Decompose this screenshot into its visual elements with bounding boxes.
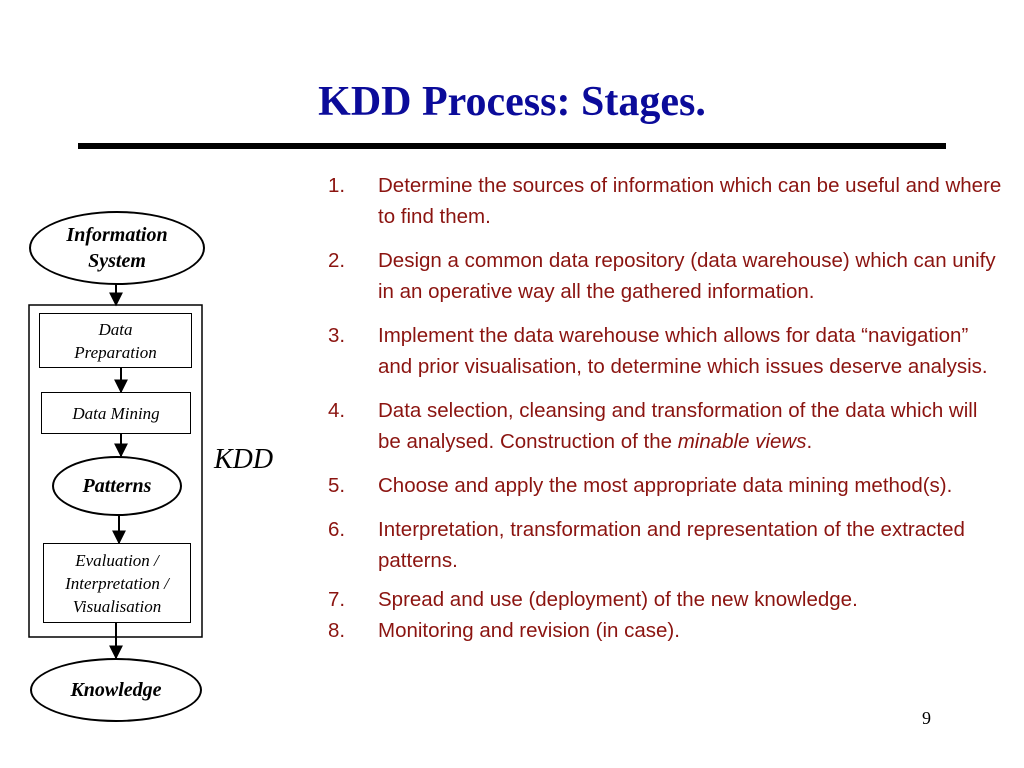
data-preparation-line1: Data — [98, 319, 133, 339]
stage-text: Monitoring and revision (in case). — [378, 619, 680, 642]
patterns-label: Patterns — [82, 475, 152, 497]
information-system-line1: Information — [66, 224, 168, 246]
stage-item: 4. Data selection, cleansing and transfo… — [322, 395, 1002, 457]
kdd-stage-list: 1. Determine the sources of information … — [322, 170, 1002, 646]
stage-item: 2. Design a common data repository (data… — [322, 245, 1002, 307]
slide-title: KDD Process: Stages. — [318, 79, 706, 125]
stage-number: 1. — [328, 174, 346, 197]
stage-text: Determine the sources of information whi… — [378, 174, 1002, 228]
stage-item: 8. Monitoring and revision (in case). — [322, 615, 1002, 646]
stage-text: Implement the data warehouse which allow… — [378, 324, 988, 378]
evaluation-line3: Visualisation — [72, 596, 162, 616]
evaluation-node: Evaluation / Interpretation / Visualisat… — [43, 543, 191, 623]
evaluation-line2: Interpretation / — [65, 573, 169, 593]
title-divider — [78, 143, 946, 149]
stage-number: 4. — [328, 399, 346, 422]
kdd-group-label: KDD — [214, 444, 274, 475]
information-system-line2: System — [88, 250, 146, 272]
stage-text: Design a common data repository (data wa… — [378, 249, 996, 303]
knowledge-node: Knowledge — [30, 658, 202, 722]
data-mining-node: Data Mining — [41, 392, 191, 434]
data-preparation-line2: Preparation — [74, 342, 157, 362]
stage-number: 3. — [328, 324, 346, 347]
stage-number: 2. — [328, 249, 346, 272]
evaluation-line1: Evaluation / — [75, 550, 159, 570]
stage-item: 3. Implement the data warehouse which al… — [322, 320, 1002, 382]
information-system-node: Information System — [29, 211, 205, 285]
kdd-flow-diagram: Information System Data Preparation Data… — [0, 0, 300, 768]
data-mining-label: Data Mining — [72, 403, 160, 423]
stage-text-after: . — [806, 430, 813, 453]
stage-item: 1. Determine the sources of information … — [322, 170, 1002, 232]
stage-number: 6. — [328, 518, 346, 541]
stage-text-before: Data selection, cleansing and transforma… — [378, 399, 978, 453]
stage-text-emphasis: minable views — [677, 430, 807, 453]
data-preparation-node: Data Preparation — [39, 313, 192, 368]
page-number: 9 — [922, 708, 931, 728]
stage-text: Spread and use (deployment) of the new k… — [378, 588, 858, 611]
knowledge-label: Knowledge — [70, 679, 162, 701]
stage-text: Interpretation, transformation and repre… — [378, 518, 965, 572]
stage-item: 5. Choose and apply the most appropriate… — [322, 470, 1002, 501]
stage-number: 8. — [328, 619, 346, 642]
stage-text: Choose and apply the most appropriate da… — [378, 474, 953, 497]
stage-number: 5. — [328, 474, 346, 497]
patterns-node: Patterns — [52, 456, 182, 516]
flow-connectors — [28, 284, 203, 660]
stage-item: 7. Spread and use (deployment) of the ne… — [322, 584, 1002, 615]
stage-number: 7. — [328, 588, 346, 611]
stage-item: 6. Interpretation, transformation and re… — [322, 514, 1002, 576]
